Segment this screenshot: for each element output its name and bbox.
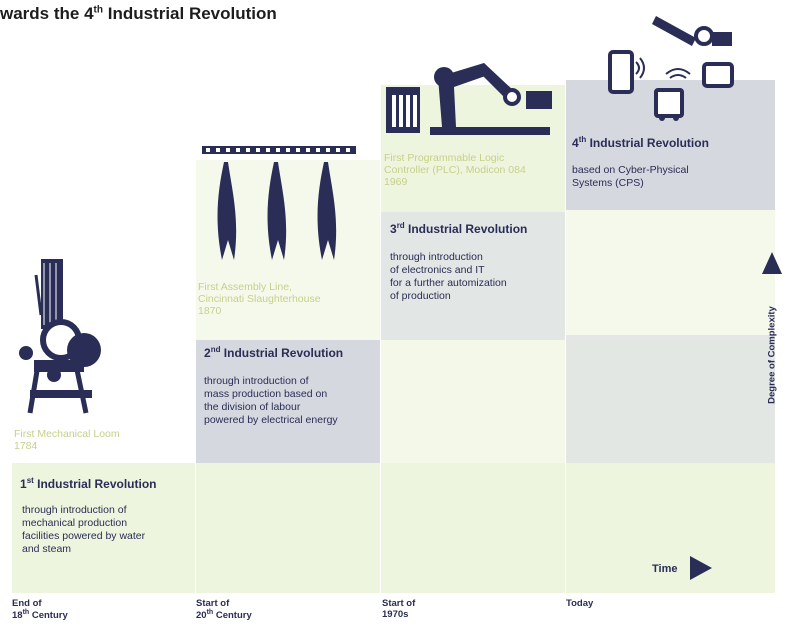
time-tick-1: End of 18th Century [12, 598, 68, 622]
era3-title: 3rd Industrial Revolution [390, 221, 528, 236]
page-title: wards the 4th Industrial Revolution [0, 4, 277, 23]
y-axis-label: Degree of Complexity [766, 306, 778, 404]
time-tick-3: Start of 1970s [382, 598, 416, 621]
assembly-line-icon [202, 146, 356, 260]
time-tick-2: Start of 20th Century [196, 598, 252, 622]
time-arrow-icon [690, 556, 712, 580]
cps-devices-icon [608, 16, 734, 121]
era4-title: 4th Industrial Revolution [572, 135, 709, 150]
time-tick-4: Today [566, 598, 594, 609]
robot-arm-plc-icon [386, 63, 552, 135]
era2-title: 2nd Industrial Revolution [204, 345, 344, 360]
era2-caption: First Assembly Line,Cincinnati Slaughter… [198, 281, 321, 318]
x-axis-label: Time [652, 563, 678, 575]
loom-icon [19, 259, 101, 414]
complexity-arrow-icon [762, 252, 782, 274]
era1-title: 1st Industrial Revolution [20, 476, 157, 491]
